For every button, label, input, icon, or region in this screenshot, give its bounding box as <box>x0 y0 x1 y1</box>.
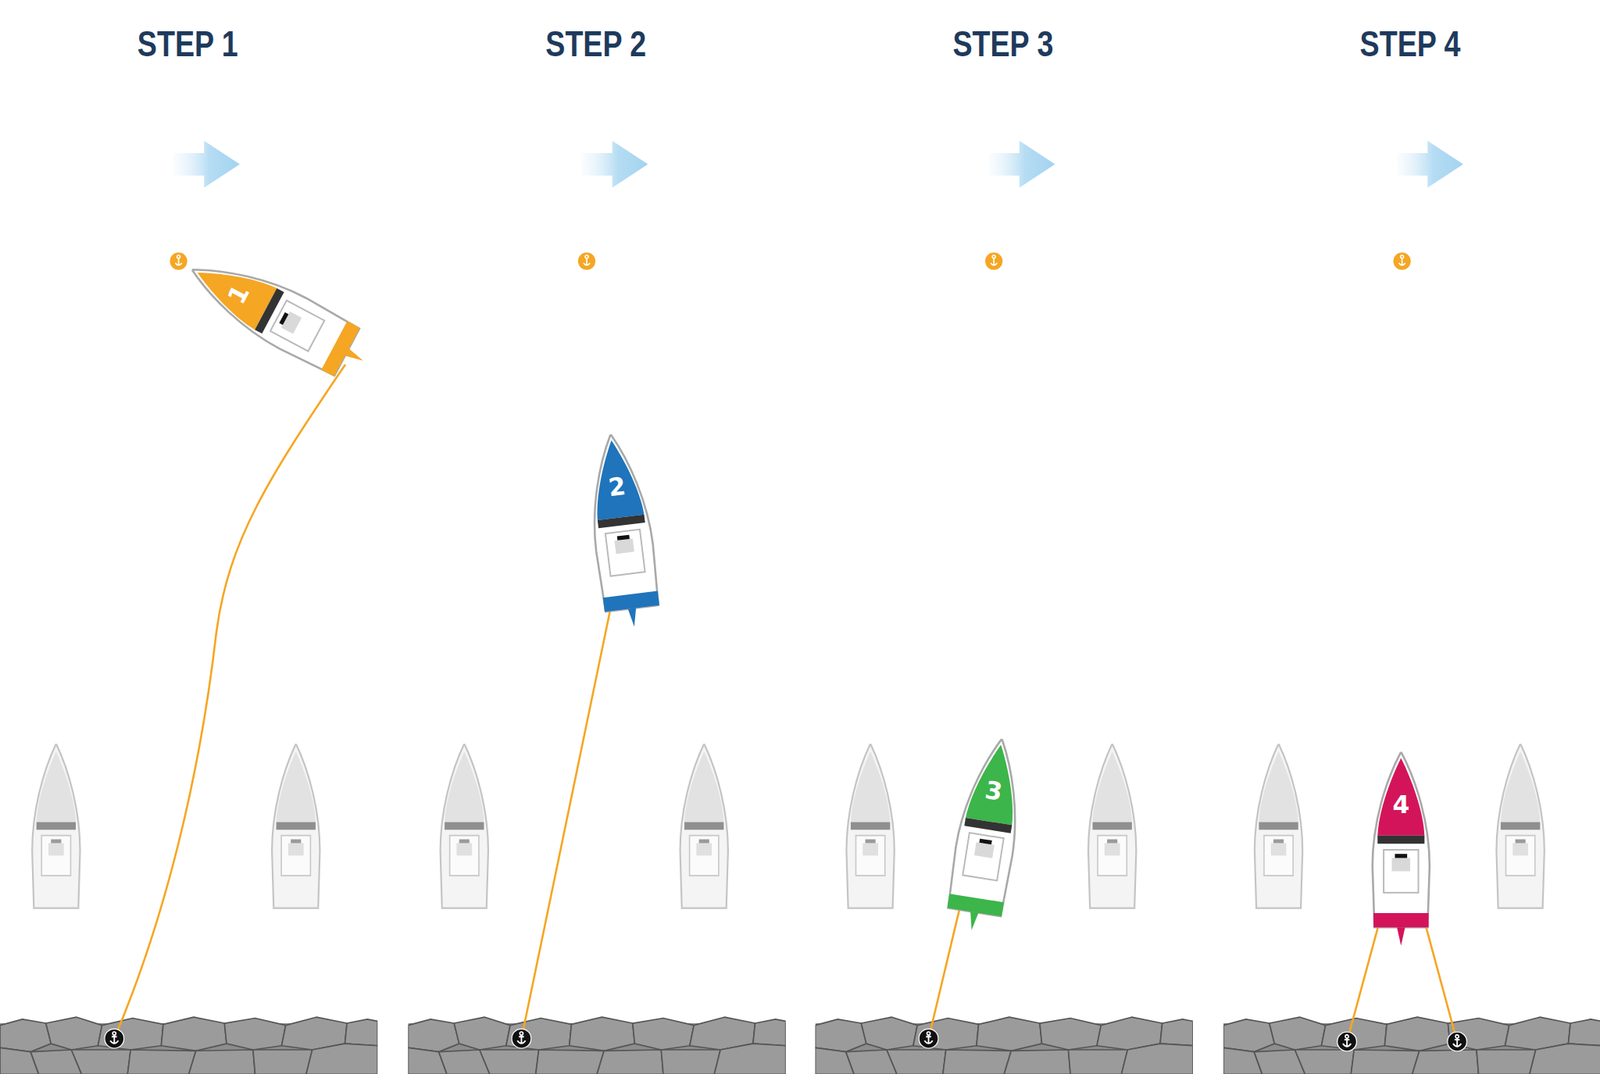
moored-boat <box>1088 743 1136 908</box>
boat-stern <box>1373 913 1429 928</box>
step-heading: STEP 3 <box>921 22 1085 66</box>
rock-quay <box>815 1017 1193 1074</box>
wind-arrow <box>173 140 240 188</box>
boat-seat <box>974 842 995 858</box>
moored-boat <box>680 743 729 908</box>
boat-seat <box>1392 857 1411 872</box>
mooring-line <box>1346 921 1380 1042</box>
boat-windscreen <box>597 514 646 529</box>
boat-helm <box>617 535 630 541</box>
boat-helm <box>1394 853 1408 858</box>
boat-helm <box>278 312 289 325</box>
moored-boat <box>271 743 320 908</box>
boat-rudder <box>345 348 366 365</box>
moored-boat <box>32 743 80 908</box>
boat-hull <box>946 734 1030 917</box>
mooring-line <box>521 610 611 1040</box>
boat-shape <box>1369 752 1433 947</box>
boat-cockpit <box>270 300 325 352</box>
mooring-line <box>1424 921 1458 1042</box>
boat-windscreen <box>1377 835 1425 844</box>
boat: 3 <box>940 734 1034 936</box>
boat-cockpit <box>962 832 1004 881</box>
boat-shape <box>940 734 1034 936</box>
boat-helm <box>978 839 992 846</box>
boat: 2 <box>578 430 666 631</box>
rock-quay <box>407 1017 786 1074</box>
mooring-line <box>114 365 345 1040</box>
moored-boat <box>1496 743 1544 908</box>
boat-number: 4 <box>1369 790 1433 820</box>
boat-hull <box>178 244 361 378</box>
mooring-buoy <box>985 252 1003 270</box>
wind-arrow <box>581 140 648 188</box>
boat-shape <box>177 242 379 390</box>
step-heading: STEP 1 <box>106 22 270 66</box>
wind-arrow <box>989 140 1056 188</box>
boat-hull <box>582 431 661 613</box>
boat-cockpit <box>1383 850 1418 893</box>
rock-quay <box>0 1017 378 1074</box>
rock-quay <box>1223 1017 1600 1074</box>
moored-boat <box>846 743 894 908</box>
boat-rudder <box>628 607 639 628</box>
moored-boat <box>1254 743 1303 908</box>
bollard <box>918 1028 939 1049</box>
mooring-line <box>928 902 962 1040</box>
moored-boat <box>440 743 489 908</box>
bollard <box>1337 1032 1358 1052</box>
boat-seat <box>614 538 634 554</box>
step-heading: STEP 2 <box>514 22 678 66</box>
boat-shape <box>578 430 666 631</box>
boat-windscreen <box>964 817 1012 834</box>
mooring-buoy <box>169 252 187 270</box>
mooring-buoy <box>578 252 596 270</box>
bollard <box>104 1028 125 1049</box>
bollard <box>511 1028 532 1049</box>
boat-cockpit <box>605 529 646 577</box>
mooring-buoy <box>1393 252 1411 270</box>
boat-stern <box>321 321 360 377</box>
boat-hull <box>1372 752 1430 929</box>
boat-rudder <box>967 911 979 932</box>
boat: 1 <box>177 242 379 390</box>
bollard <box>1447 1032 1468 1052</box>
boat: 4 <box>1369 752 1433 947</box>
boat-rudder <box>1396 927 1405 947</box>
wind-arrow <box>1396 140 1464 188</box>
step-heading: STEP 4 <box>1328 22 1493 66</box>
